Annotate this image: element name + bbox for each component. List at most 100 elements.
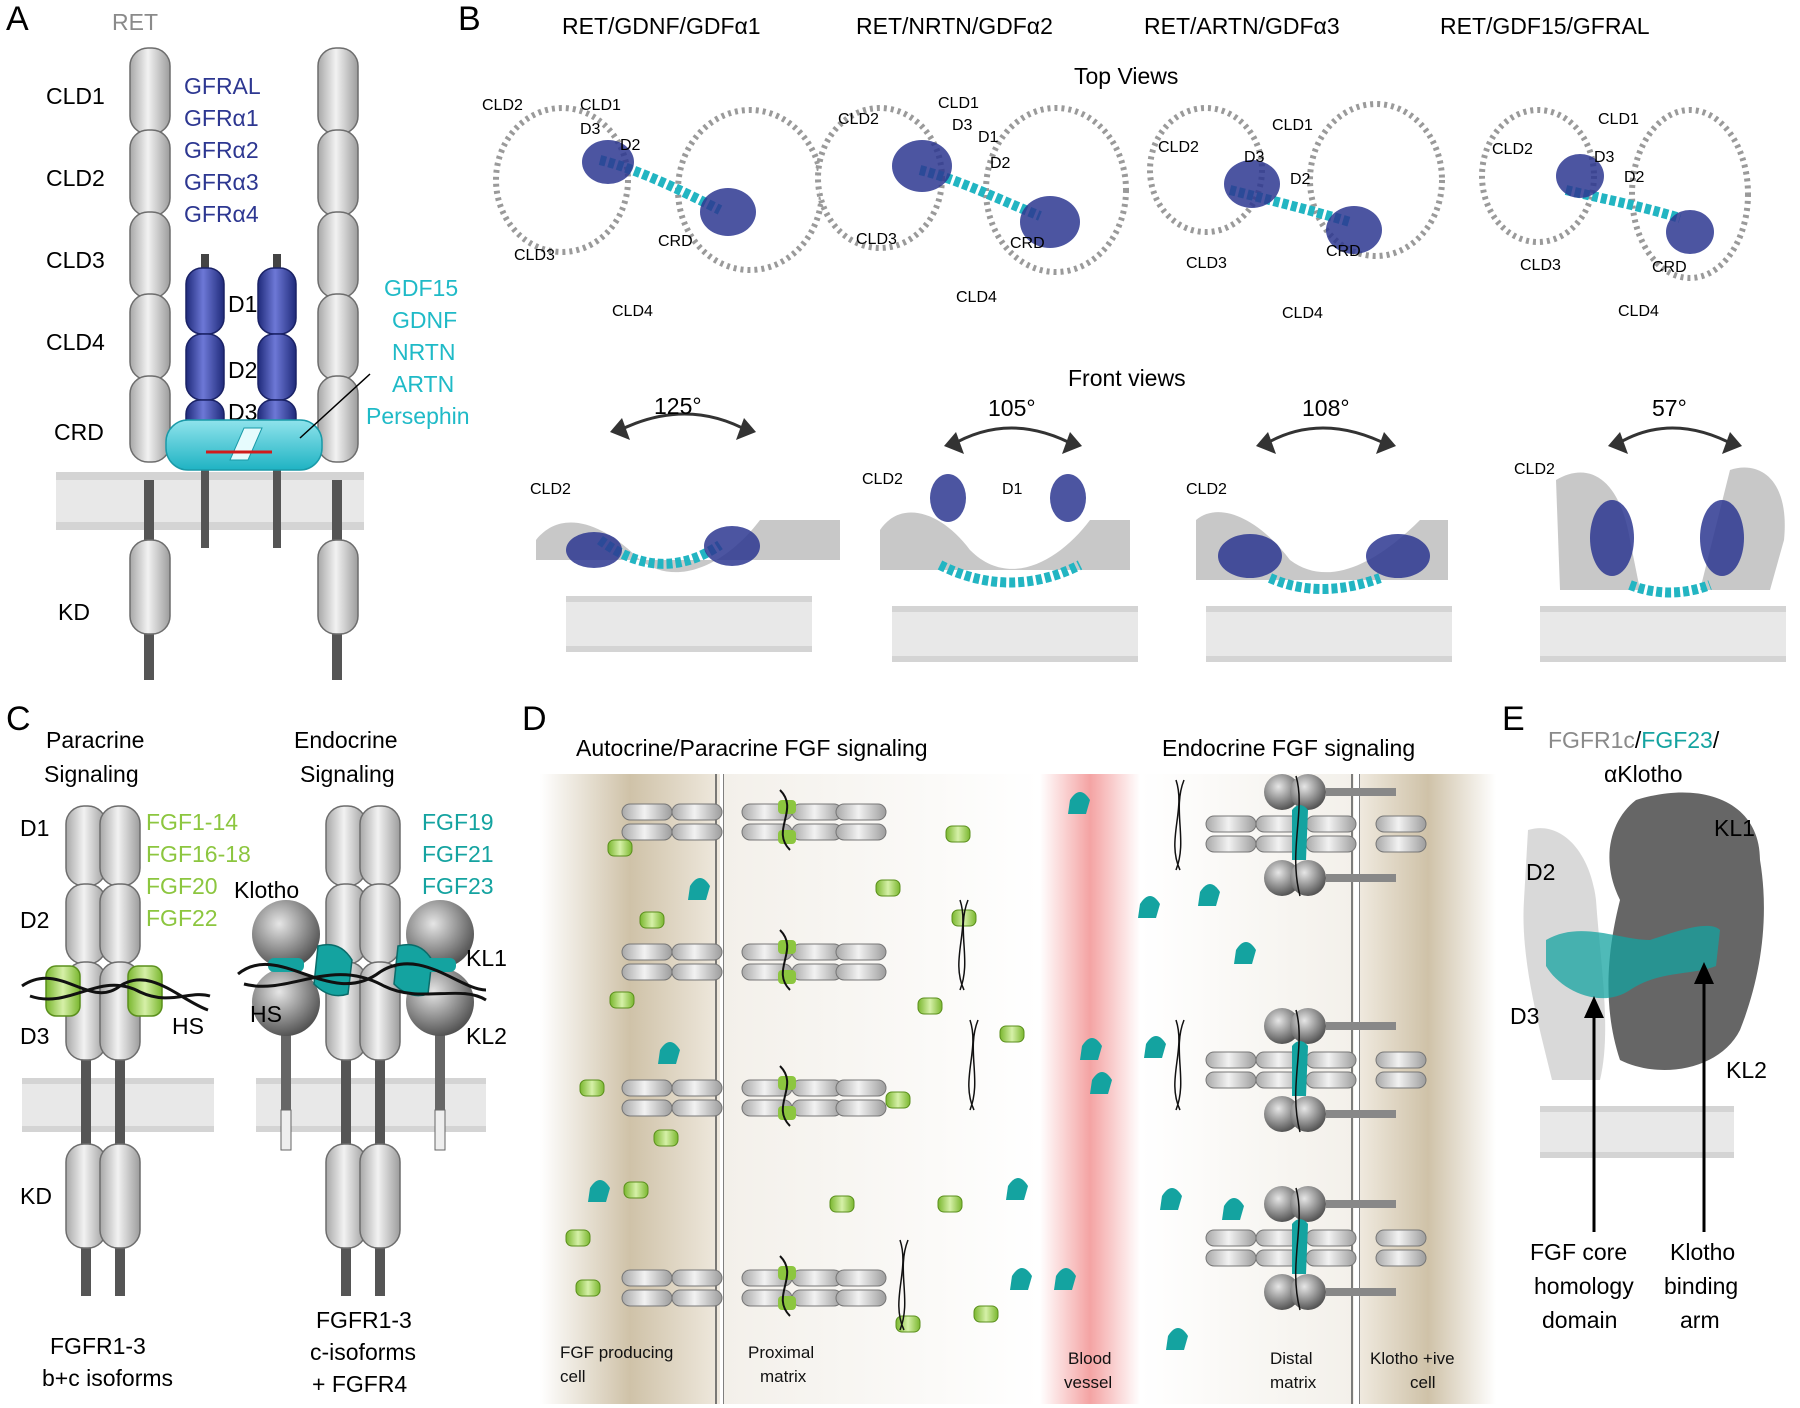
front-view-3 xyxy=(1196,426,1452,662)
domain-cld4: CLD4 xyxy=(46,329,105,355)
tv4-crd: CRD xyxy=(1652,259,1687,276)
tv3-d2: D2 xyxy=(1290,171,1311,188)
c-d3: D3 xyxy=(20,1023,49,1049)
c-hs-right: HS xyxy=(250,1001,282,1027)
ligand-list: GDF15 GDNF NRTN ARTN Persephin xyxy=(366,275,470,429)
ligand-gdnf: GDNF xyxy=(392,307,457,333)
coreceptor-gfra3: GFRα3 xyxy=(184,169,259,195)
ret-title: RET xyxy=(112,9,158,35)
zone-distal-1: Distal xyxy=(1270,1349,1313,1368)
front-view-1 xyxy=(536,412,840,652)
e-arrow-right-3: arm xyxy=(1680,1307,1720,1333)
kl2-label-c: KL2 xyxy=(466,1023,507,1049)
free-ligands xyxy=(565,792,1256,1350)
e-kl2: KL2 xyxy=(1726,1057,1767,1083)
panel-d-label: D xyxy=(522,700,547,738)
gfr-d1: D1 xyxy=(228,291,257,317)
membrane-a xyxy=(56,472,364,530)
zone-proximal-1: Proximal xyxy=(748,1343,814,1362)
e-kl1: KL1 xyxy=(1714,815,1755,841)
tv3-cld2: CLD2 xyxy=(1158,139,1199,156)
front-views-label: Front views xyxy=(1068,365,1186,391)
fgfr-paracrine xyxy=(21,805,211,1296)
panel-a-label: A xyxy=(6,0,29,38)
c-d2: D2 xyxy=(20,907,49,933)
domain-crd: CRD xyxy=(54,419,104,445)
c-hs-left: HS xyxy=(172,1013,204,1039)
e-d2: D2 xyxy=(1526,859,1555,885)
fv2-cld2: CLD2 xyxy=(862,471,903,488)
ligand-gdf15: GDF15 xyxy=(384,275,458,301)
top-views-label: Top Views xyxy=(1074,63,1178,89)
tv4-d3: D3 xyxy=(1594,149,1615,166)
zone-producing-2: cell xyxy=(560,1367,586,1386)
front-view-2 xyxy=(880,426,1138,662)
ret-receptor-left xyxy=(129,47,171,680)
angle-1: 125° xyxy=(654,393,702,419)
fgfr-endocrine xyxy=(237,805,487,1296)
fv3-cld2: CLD2 xyxy=(1186,481,1227,498)
coreceptor-gfra2: GFRα2 xyxy=(184,137,259,163)
zone-producing-1: FGF producing xyxy=(560,1343,673,1362)
e-d3: D3 xyxy=(1510,1003,1539,1029)
endocrine-title-2: Signaling xyxy=(300,761,395,787)
tv1-d2: D2 xyxy=(620,137,641,154)
tv2-crd: CRD xyxy=(1010,235,1045,252)
e-title-slash1: / xyxy=(1635,727,1642,753)
tv2-cld2: CLD2 xyxy=(838,111,879,128)
ligand-artn: ARTN xyxy=(392,371,454,397)
gfr-d2: D2 xyxy=(228,357,257,383)
e-structure xyxy=(1523,792,1764,1232)
paracrine-ligand-4: FGF22 xyxy=(146,905,218,931)
tv1-cld3: CLD3 xyxy=(514,247,555,264)
gfr-coreceptors xyxy=(185,254,297,548)
zone-distal-2: matrix xyxy=(1270,1373,1317,1392)
tv3-cld4: CLD4 xyxy=(1282,305,1323,322)
tv1-cld2: CLD2 xyxy=(482,97,523,114)
paracrine-caption-2: b+c isoforms xyxy=(42,1365,173,1391)
coreceptor-gfra4: GFRα4 xyxy=(184,201,259,227)
e-title-line2: αKlotho xyxy=(1604,761,1683,787)
ligand-dimer xyxy=(165,373,371,471)
membrane-c xyxy=(22,1078,486,1132)
zone-proximal-2: matrix xyxy=(760,1367,807,1386)
zone-klotho-1: Klotho +ive xyxy=(1370,1349,1455,1368)
tv4-d2: D2 xyxy=(1624,169,1645,186)
top-view-1 xyxy=(493,105,825,273)
c-d1: D1 xyxy=(20,815,49,841)
tv2-d1: D1 xyxy=(978,129,999,146)
tv4-cld3: CLD3 xyxy=(1520,257,1561,274)
zone-blood-2: vessel xyxy=(1064,1373,1112,1392)
fv4-cld2: CLD2 xyxy=(1514,461,1555,478)
paracrine-receptor-column xyxy=(621,789,887,1317)
e-title-fgfr1c: FGFR1c xyxy=(1548,727,1635,753)
klotho-label: Klotho xyxy=(234,877,299,903)
tv3-d3: D3 xyxy=(1244,149,1265,166)
e-title-fgf23: FGF23 xyxy=(1641,727,1713,753)
tv3-cld1: CLD1 xyxy=(1272,117,1313,134)
endocrine-caption-3: + FGFR4 xyxy=(312,1371,407,1397)
tv2-d2: D2 xyxy=(990,155,1011,172)
coreceptor-gfra1: GFRα1 xyxy=(184,105,259,131)
ligand-persephin: Persephin xyxy=(366,403,470,429)
tv2-cld4: CLD4 xyxy=(956,289,997,306)
angle-3: 108° xyxy=(1302,395,1350,421)
paracrine-ligand-list: FGF1-14 FGF16-18 FGF20 FGF22 xyxy=(146,809,251,931)
angle-2: 105° xyxy=(988,395,1036,421)
tv1-d3: D3 xyxy=(580,121,601,138)
paracrine-title-2: Signaling xyxy=(44,761,139,787)
e-arrow-right-2: binding xyxy=(1664,1273,1738,1299)
complex-title-3: RET/ARTN/GDFα3 xyxy=(1144,13,1340,39)
paracrine-caption-1: FGFR1-3 xyxy=(50,1333,146,1359)
tv2-cld3: CLD3 xyxy=(856,231,897,248)
endocrine-ligand-list: FGF19 FGF21 FGF23 xyxy=(422,809,494,899)
tv1-cld1: CLD1 xyxy=(580,97,621,114)
d-left-title: Autocrine/Paracrine FGF signaling xyxy=(576,735,928,761)
complex-title-2: RET/NRTN/GDFα2 xyxy=(856,13,1053,39)
endocrine-caption-1: FGFR1-3 xyxy=(316,1307,412,1333)
endocrine-ligand-2: FGF21 xyxy=(422,841,494,867)
tv3-crd: CRD xyxy=(1326,243,1361,260)
complex-title-1: RET/GDNF/GDFα1 xyxy=(562,13,761,39)
zone-blood-1: Blood xyxy=(1068,1349,1111,1368)
